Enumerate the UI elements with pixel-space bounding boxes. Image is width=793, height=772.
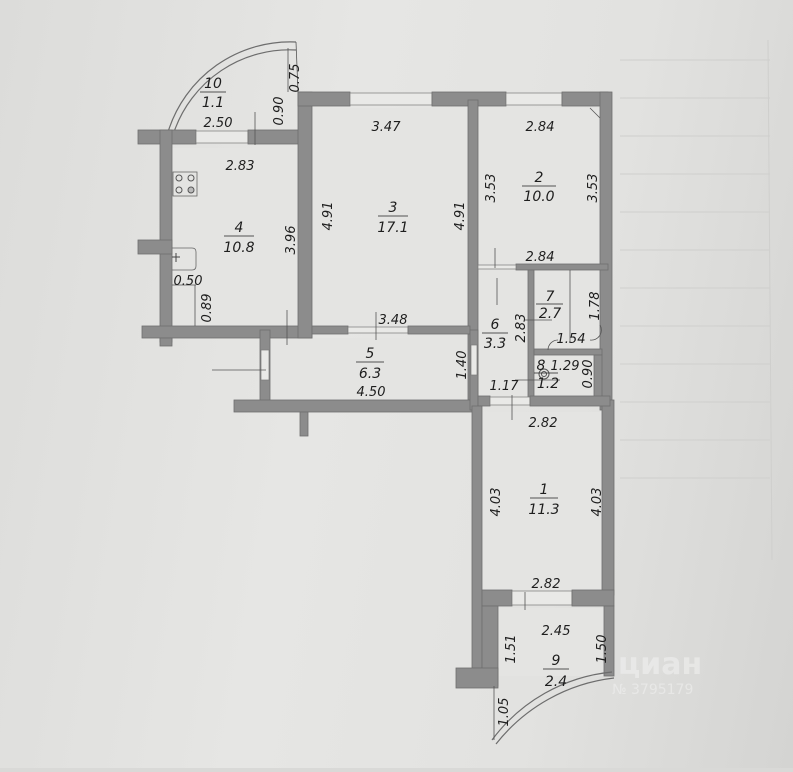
- room-label-5: 5 6.3: [356, 346, 384, 382]
- dim-r4-right: 3.96: [284, 226, 299, 255]
- dimension-labels: 2.50 0.75 0.90 2.83 3.96 0.50 0.89 3.47 …: [174, 64, 610, 727]
- dim-r4-top: 2.83: [226, 159, 255, 174]
- dim-r8-height: 0.90: [581, 360, 596, 389]
- room-area: 10.8: [223, 240, 254, 256]
- balcony-9-arc: [491, 671, 615, 745]
- room-area: 2.7: [539, 306, 561, 322]
- door-swing-marks: [547, 107, 602, 351]
- room-number: 6: [491, 317, 500, 333]
- dim-r5-width: 4.50: [357, 385, 386, 400]
- stove-icon: [172, 171, 198, 197]
- room-area: 10.0: [523, 189, 554, 205]
- room-label-9: 9 2.4: [543, 653, 569, 690]
- room-label-2: 2 10.0: [522, 170, 556, 205]
- room-number: 8: [537, 358, 546, 374]
- room-number: 10: [204, 76, 222, 92]
- dim-r3-bottom: 3.48: [379, 313, 408, 328]
- dim-r10-side-a: 0.75: [288, 64, 303, 93]
- sink-icon: [172, 247, 197, 326]
- room-number: 3: [389, 200, 398, 216]
- watermark-id: № 3795179: [612, 682, 693, 698]
- dim-r6-width: 1.17: [490, 379, 520, 394]
- room-number: 2: [535, 170, 544, 186]
- dim-r7-width: 1.54: [557, 332, 586, 347]
- dim-r8-width: 1.29: [551, 359, 580, 374]
- room-label-8: 8 1.2: [534, 358, 559, 392]
- dim-r1-right: 4.03: [590, 488, 605, 517]
- dim-r5-height: 1.40: [455, 351, 470, 380]
- dim-r1-top: 2.82: [529, 416, 558, 431]
- dim-r3-left: 4.91: [321, 202, 336, 231]
- room-area: 2.4: [545, 674, 567, 690]
- watermark-brand: циан: [618, 647, 702, 682]
- room-label-7: 7 2.7: [536, 289, 563, 322]
- room-area: 1.1: [202, 95, 224, 111]
- dim-r4-sink-width: 0.50: [174, 274, 203, 289]
- room-area: 1.2: [537, 376, 559, 392]
- dim-r2-top: 2.84: [526, 120, 555, 135]
- walls: [137, 91, 615, 689]
- paper-ruled-lines: [620, 39, 773, 561]
- dim-r2-left: 3.53: [484, 174, 499, 203]
- dim-r3-right: 4.91: [453, 202, 468, 231]
- dim-r10-width: 2.50: [204, 116, 233, 131]
- room-number: 5: [366, 346, 375, 362]
- room-label-4: 4 10.8: [223, 220, 254, 256]
- toilet-icon: [538, 368, 550, 380]
- dim-r2-right: 3.53: [586, 174, 601, 203]
- dim-r3-top: 3.47: [372, 120, 402, 135]
- room-area: 3.3: [484, 336, 506, 352]
- room-number: 1: [540, 482, 549, 498]
- dim-r2-bottom: 2.84: [526, 250, 555, 265]
- room-number: 7: [546, 289, 555, 305]
- room-label-3: 3 17.1: [377, 200, 408, 236]
- watermark: циан № 3795179: [612, 647, 702, 698]
- room-area: 6.3: [359, 366, 381, 382]
- balcony-10: [167, 41, 299, 133]
- dim-r4-sink-height: 0.89: [200, 294, 215, 323]
- room-number: 9: [552, 653, 561, 669]
- dim-r6-height: 2.83: [514, 314, 529, 343]
- dim-r10-side-b: 0.90: [272, 97, 287, 126]
- room-label-10: 10 1.1: [200, 76, 226, 111]
- room-area: 17.1: [377, 220, 408, 236]
- dim-r9-left: 1.51: [504, 635, 519, 664]
- dim-r7-height: 1.78: [588, 292, 603, 321]
- dimension-guides: [212, 112, 571, 610]
- room-number: 4: [235, 220, 244, 236]
- room-label-6: 6 3.3: [482, 317, 508, 352]
- room-area: 11.3: [528, 502, 559, 518]
- dim-r9-top: 2.45: [542, 624, 571, 639]
- room-label-1: 1 11.3: [528, 482, 559, 518]
- dim-r9-arc: 1.05: [497, 698, 512, 727]
- dim-r9-right: 1.50: [595, 635, 610, 664]
- dim-r1-left: 4.03: [489, 488, 504, 517]
- dim-r1-bottom: 2.82: [532, 577, 561, 592]
